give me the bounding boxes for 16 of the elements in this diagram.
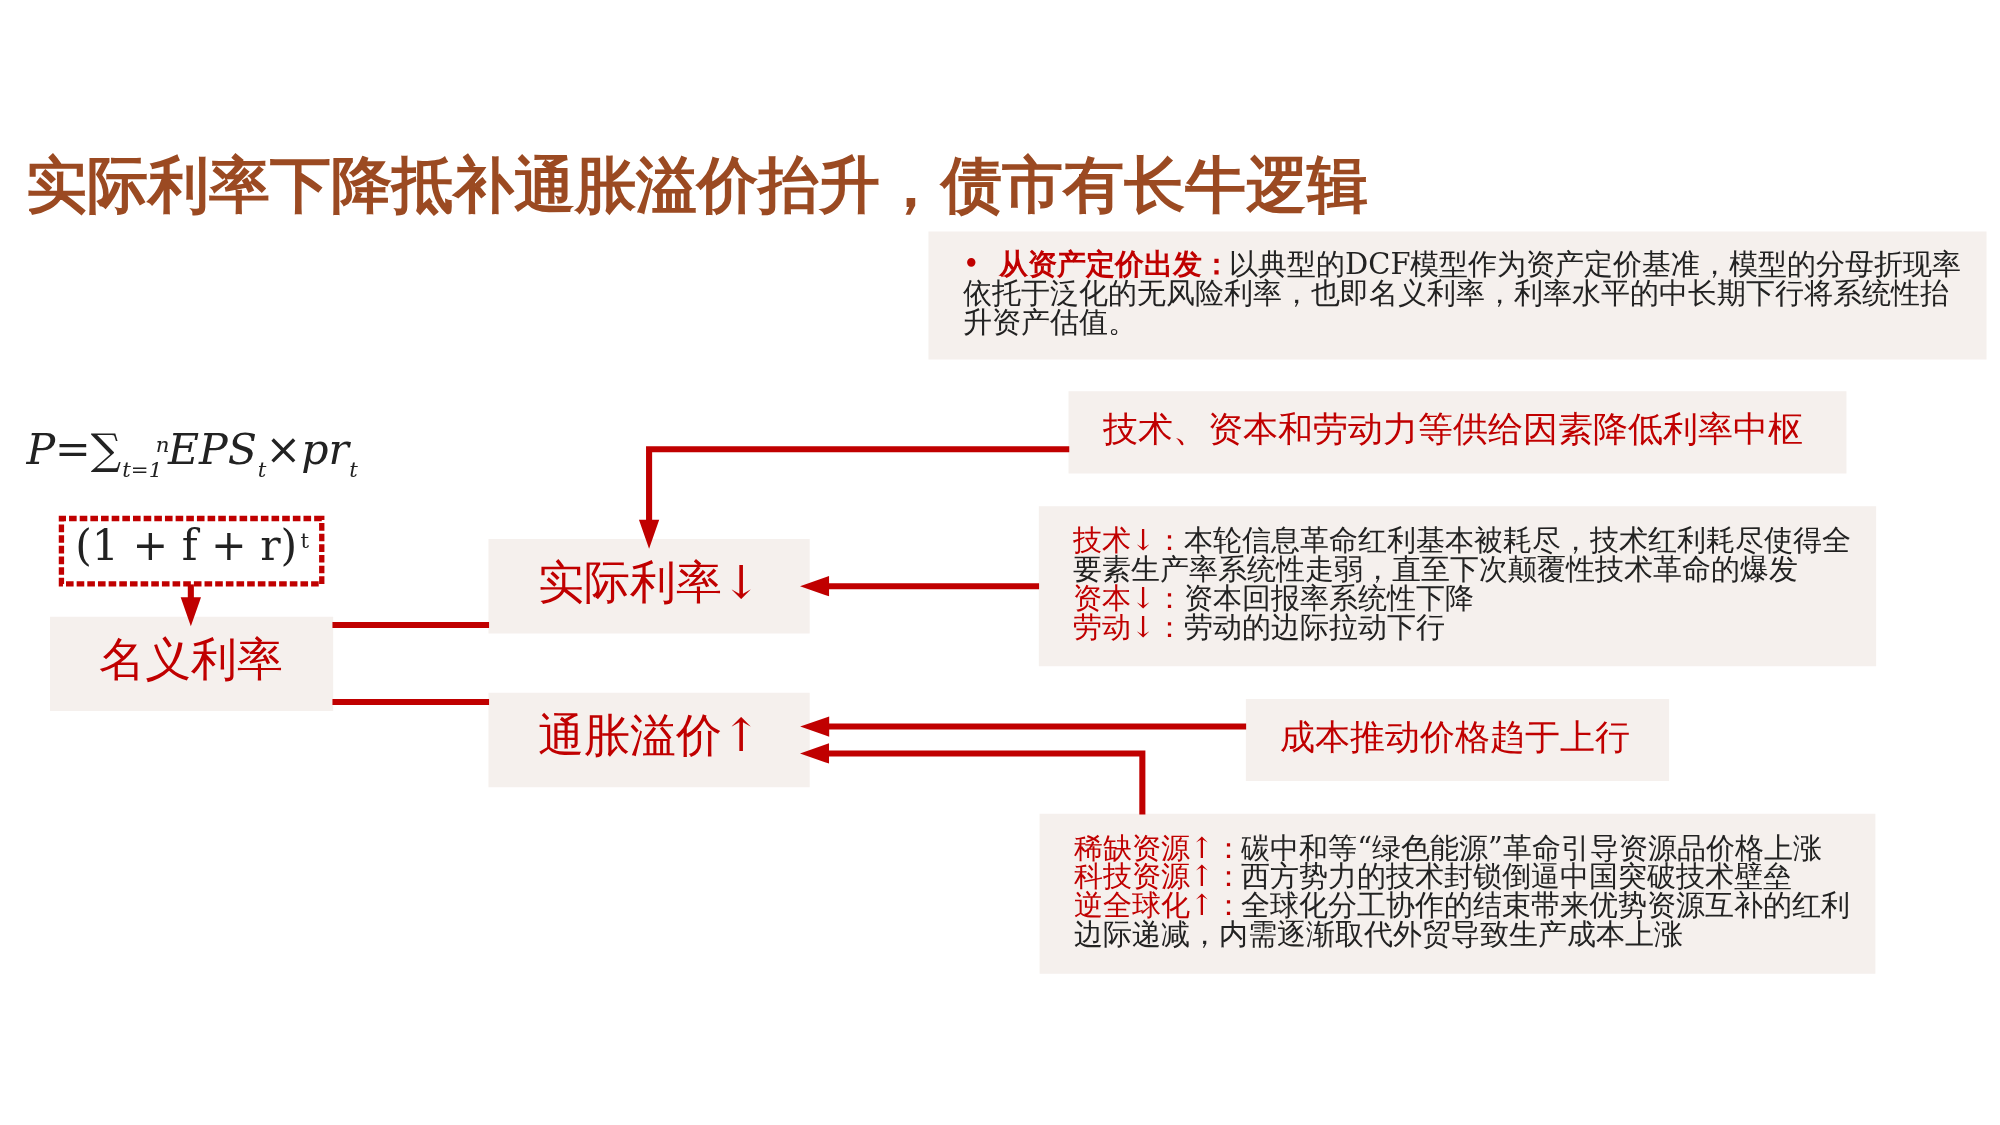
node-box: 通胀溢价↑ [488,692,810,787]
connector [332,621,490,628]
diagram-title: 实际利率下降抵补通胀溢价抬升，债市有长牛逻辑 [26,148,1369,220]
node-box: 技术、资本和劳动力等供给因素降低利率中枢 [1068,390,1847,474]
arrow [800,575,1040,596]
node-box: 名义利率 [50,616,334,711]
arrow [800,742,1146,815]
node-box: 稀缺资源↑：碳中和等“绿色能源”革命引导资源品价格上涨 科技资源↑：西方势力的技术封锁倒逼中国突破技术壁垒 逆全球化↑：全球化分工协作的结束带来优势资源互补的红利边际递减，内需逐渐取代外贸导致生产成本上涨 [1039,813,1876,974]
label: P=∑$_{t=1}$$^{n}$EPS$_{t}$×pr$_{t}$ [26,423,358,482]
connector [332,698,490,705]
node-box: 成本推动价格趋于上行 [1245,698,1670,781]
node-box: 技术↓：本轮信息革命红利基本被耗尽，技术红利耗尽使得全要素生产率系统性走弱，直至下次颠覆性技术革命的爆发 资本↓：资本回报率系统性下降 劳动↓：劳动的边际拉动下行 [1038,505,1877,666]
arrow [638,445,1070,549]
arrow [800,715,1247,737]
node-box: (1 + f + r)$^{t}$ [58,515,325,587]
node-box: 实际利率↓ [488,538,810,633]
